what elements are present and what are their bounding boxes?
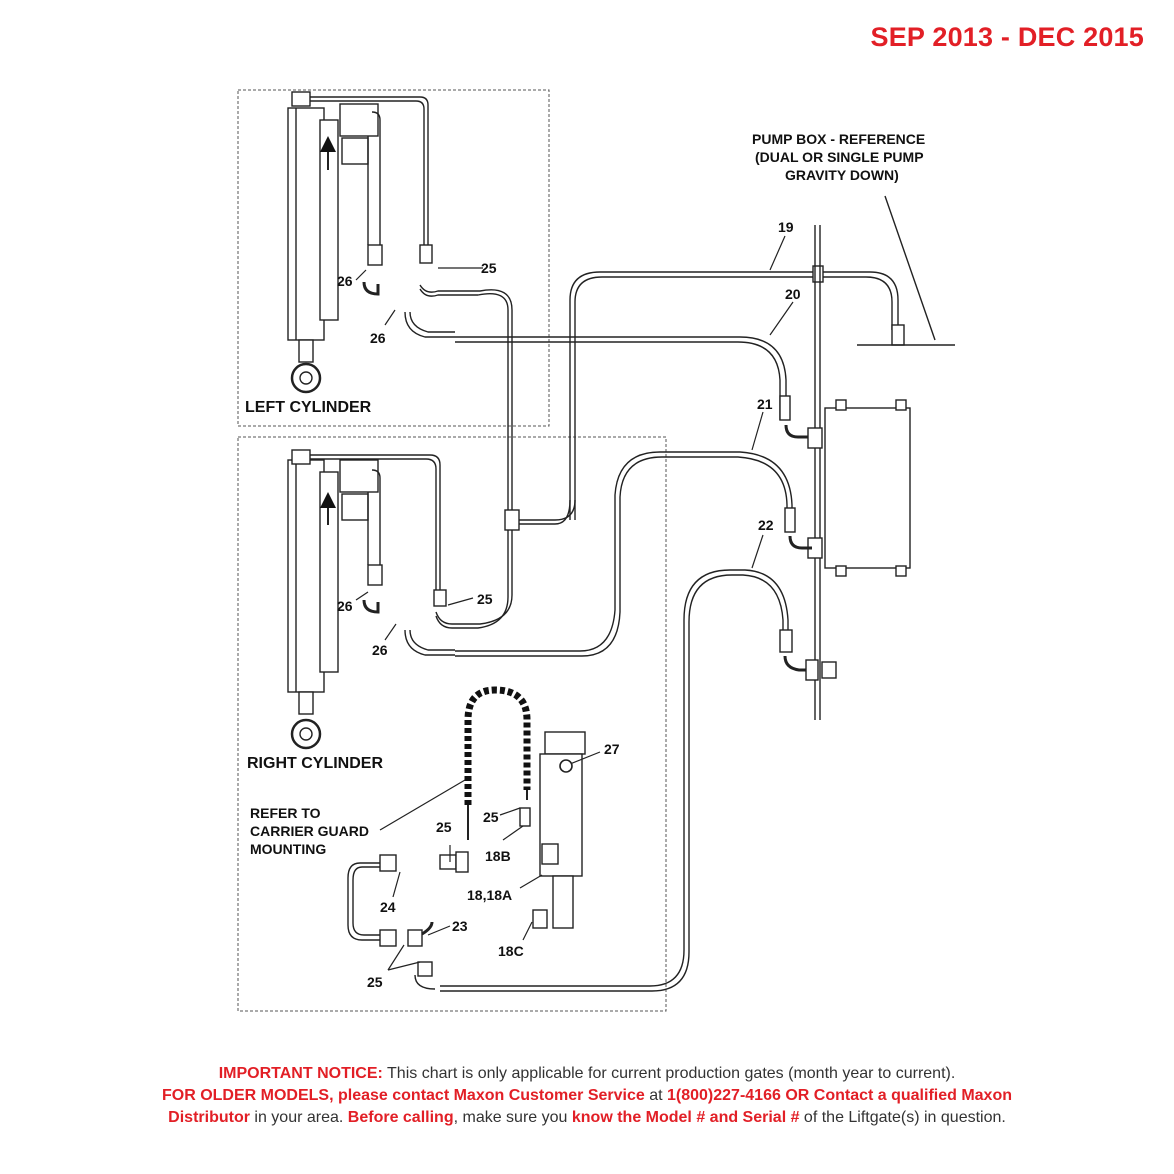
notice-line-2: FOR OLDER MODELS, please contact Maxon C… — [161, 1087, 1012, 1104]
callout-25-left: 25 — [481, 260, 497, 276]
carrier-guard-line3: MOUNTING — [250, 841, 326, 857]
callout-24: 24 — [380, 899, 396, 915]
callout-26-right-b: 26 — [372, 642, 388, 658]
pump-box-ref-line3: GRAVITY DOWN) — [785, 167, 899, 183]
left-cylinder-box — [237, 89, 550, 427]
callout-21: 21 — [757, 396, 773, 412]
callout-22: 22 — [758, 517, 774, 533]
pump-box-ref-line1: PUMP BOX - REFERENCE — [752, 131, 925, 147]
callout-27: 27 — [604, 741, 620, 757]
right-cylinder-box — [237, 436, 667, 1012]
callout-25-valve: 25 — [483, 809, 499, 825]
callout-18b: 18B — [485, 848, 511, 864]
left-cylinder-label: LEFT CYLINDER — [245, 399, 372, 416]
left-cylinder — [287, 91, 513, 520]
callout-20: 20 — [785, 286, 801, 302]
callout-25-bottom: 25 — [367, 974, 383, 990]
date-range-title: SEP 2013 - DEC 2015 — [870, 22, 1144, 52]
pump-box-ref-line2: (DUAL OR SINGLE PUMP — [755, 149, 924, 165]
carrier-guard-line1: REFER TO — [250, 805, 321, 821]
callout-18-18a: 18,18A — [467, 887, 512, 903]
important-notice: IMPORTANT NOTICE: This chart is only app… — [0, 1063, 1174, 1129]
carrier-guard-hose — [464, 686, 531, 805]
callout-18c: 18C — [498, 943, 524, 959]
callout-19: 19 — [778, 219, 794, 235]
callout-25-right: 25 — [477, 591, 493, 607]
right-cylinder-label: RIGHT CYLINDER — [247, 755, 383, 772]
carrier-guard-line2: CARRIER GUARD — [250, 823, 369, 839]
callout-25-hose: 25 — [436, 819, 452, 835]
right-cylinder — [287, 449, 513, 750]
notice-line-1: IMPORTANT NOTICE: This chart is only app… — [218, 1065, 956, 1082]
callout-26-right-a: 26 — [337, 598, 353, 614]
callout-26-left-a: 26 — [337, 273, 353, 289]
notice-line-3: Distributor in your area. Before calling… — [168, 1109, 1006, 1126]
callout-23: 23 — [452, 918, 468, 934]
callout-26-left-b: 26 — [370, 330, 386, 346]
